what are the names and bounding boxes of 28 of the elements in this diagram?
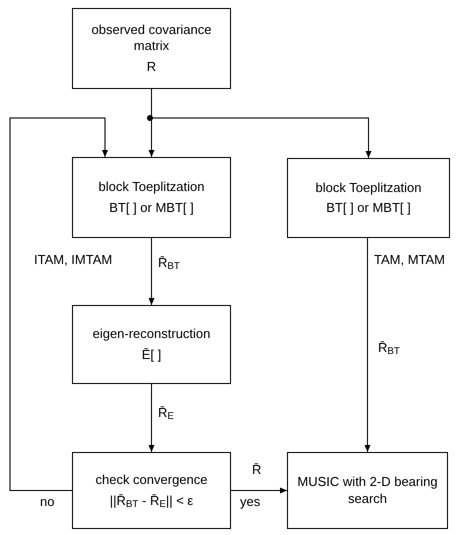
arrow [364, 238, 370, 452]
box-text: Ē[ ] [142, 346, 162, 363]
box-text: BT[ ] or MBT[ ] [326, 200, 411, 216]
process-box [72, 157, 231, 238]
arrow [148, 384, 154, 452]
box-text: block Toeplitzation [98, 179, 204, 196]
box-text: observed covariance matrix [90, 22, 212, 55]
process-box [287, 452, 448, 529]
arrow [230, 488, 288, 494]
text-label: ITAM, IMTAM [34, 252, 112, 268]
box-text: eigen-reconstruction [92, 326, 210, 342]
box-text: BT[ ] or MBT[ ] [109, 200, 194, 216]
process-box [72, 452, 231, 529]
edge-label: R̄$_{BT}$ [376, 340, 402, 356]
process-box [72, 8, 231, 89]
text-label: yes [240, 494, 260, 510]
box-text: R [146, 58, 156, 75]
arrow [10, 118, 108, 491]
text-label: TAM, MTAM [374, 252, 446, 268]
box-text: ||R̄$_{BT}$ - R̄$_{E}$|| < ε [110, 492, 194, 509]
edge-label: R̄$_{E}$ [156, 405, 176, 422]
box-text: check convergence [95, 472, 208, 488]
process-box [72, 305, 231, 384]
edge-label: R̄$_{BT}$ [156, 255, 182, 272]
process-box [287, 158, 450, 238]
box-text: MUSIC with 2-D bearing search [296, 474, 439, 507]
box-text: block Toeplitzation [316, 180, 422, 196]
arrow [148, 238, 154, 306]
